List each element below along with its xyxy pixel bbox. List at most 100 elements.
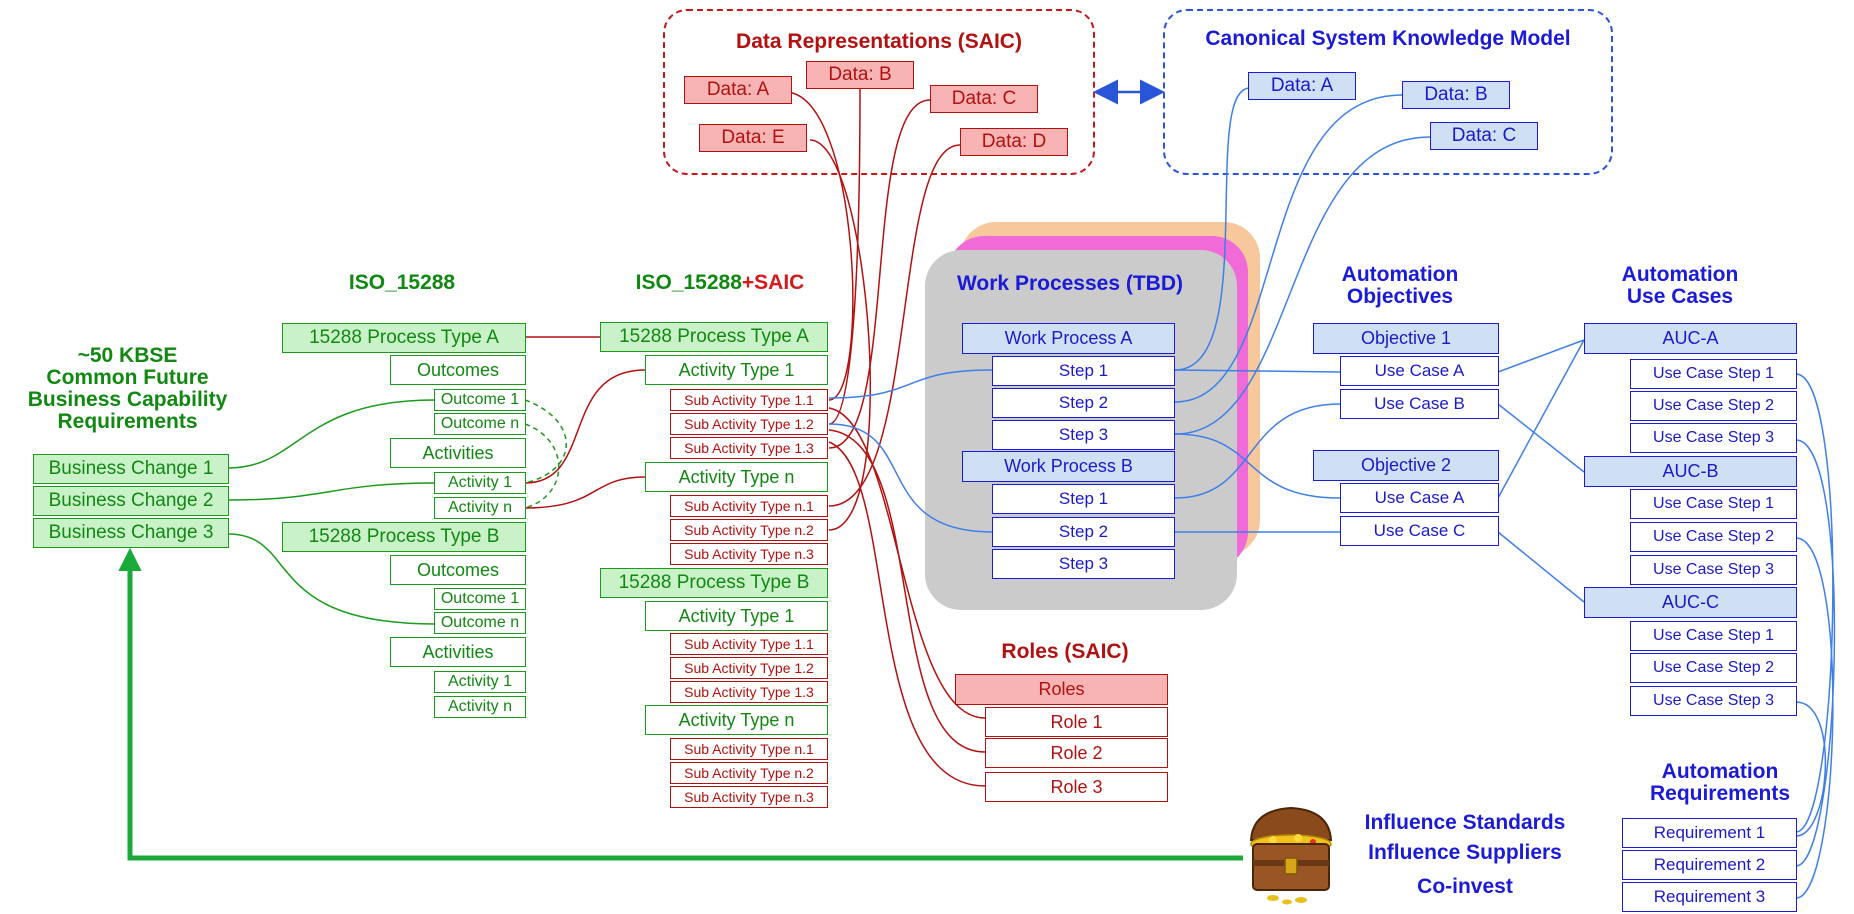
- saic-b-sub-activity-1-3: Sub Activity Type 1.3: [670, 681, 828, 703]
- saic-sub-activity-n-3: Sub Activity Type n.3: [670, 543, 828, 565]
- iso-b-outcome-1: Outcome 1: [434, 588, 526, 610]
- link-stepb1-usecaseb: [1174, 403, 1341, 499]
- iso-b-activity-1: Activity 1: [434, 671, 526, 693]
- role-2: Role 2: [985, 738, 1168, 768]
- saic-b-sub-activity-n-1: Sub Activity Type n.1: [670, 738, 828, 760]
- saic-sub-activity-1-3: Sub Activity Type 1.3: [670, 437, 828, 459]
- roles-box: Roles: [955, 674, 1168, 705]
- data-repr-d: Data: D: [960, 128, 1068, 156]
- work-process-a-step-2: Step 2: [992, 388, 1175, 418]
- iso-b-activity-n: Activity n: [434, 696, 526, 718]
- influence-standards: Influence Standards: [1364, 811, 1566, 834]
- objective-2-use-case-c: Use Case C: [1340, 516, 1499, 546]
- saic-sub-activity-1-1: Sub Activity Type 1.1: [670, 389, 828, 411]
- link-step2-data-b: [1174, 94, 1403, 403]
- treasure-chest-icon: [1249, 806, 1333, 905]
- auc-b-step-2: Use Case Step 2: [1630, 522, 1797, 552]
- link-uca2-auc-a: [1497, 339, 1585, 499]
- auc-a-step-3: Use Case Step 3: [1630, 423, 1797, 453]
- auc-b-step-3: Use Case Step 3: [1630, 555, 1797, 585]
- saic-b-sub-activity-n-3: Sub Activity Type n.3: [670, 786, 828, 808]
- work-process-a-step-3: Step 3: [992, 420, 1175, 450]
- work-process-a: Work Process A: [962, 323, 1175, 354]
- saic-b-sub-activity-1-1: Sub Activity Type 1.1: [670, 633, 828, 655]
- auc-a-step-1: Use Case Step 1: [1630, 359, 1797, 389]
- link-sub12-role2: [828, 429, 986, 753]
- data-repr-a: Data: A: [684, 76, 792, 104]
- link-sub13-data-c: [828, 99, 931, 449]
- kbse-header: ~50 KBSE Common Future Business Capabili…: [27, 344, 228, 434]
- iso-process-type-a: 15288 Process Type A: [282, 323, 526, 353]
- link-sub11-data-a: [784, 91, 854, 401]
- link-ucs-req3: [1795, 537, 1834, 899]
- iso-process-type-b: 15288 Process Type B: [282, 522, 526, 552]
- link-outcomen-activityn-dashed: [524, 423, 560, 509]
- data-repr-b: Data: B: [806, 61, 914, 89]
- work-process-a-step-1: Step 1: [992, 356, 1175, 386]
- requirement-3: Requirement 3: [1622, 882, 1797, 912]
- iso-activity-n: Activity n: [434, 497, 526, 519]
- link-step3-data-c: [1174, 136, 1431, 435]
- iso-saic-header: ISO_15288+SAIC: [600, 271, 840, 294]
- link-bc2-activity1: [227, 482, 436, 501]
- iso-b-activities: Activities: [390, 637, 526, 667]
- iso-outcomes: Outcomes: [390, 355, 526, 385]
- auc-b-step-1: Use Case Step 1: [1630, 489, 1797, 519]
- feedback-arrow: [127, 566, 1243, 861]
- saic-b-sub-activity-n-2: Sub Activity Type n.2: [670, 762, 828, 784]
- requirement-1: Requirement 1: [1622, 818, 1797, 848]
- iso-saic-header-saic: +SAIC: [741, 271, 805, 294]
- work-process-b-step-3: Step 3: [992, 549, 1175, 579]
- business-change-3: Business Change 3: [33, 518, 229, 548]
- saic-activity-type-n: Activity Type n: [645, 462, 828, 492]
- link-bc1-outcome1: [227, 399, 436, 469]
- link-sub13-role3: [828, 441, 986, 787]
- objective-1-use-case-b: Use Case B: [1340, 389, 1499, 419]
- saic-activity-type-1: Activity Type 1: [645, 355, 828, 385]
- saic-sub-activity-1-2: Sub Activity Type 1.2: [670, 413, 828, 435]
- work-processes-header: Work Processes (TBD): [956, 272, 1184, 295]
- link-stepa1-usecasea: [1174, 369, 1341, 373]
- auc-c-step-2: Use Case Step 2: [1630, 653, 1797, 683]
- canonical-model-header: Canonical System Knowledge Model: [1205, 27, 1571, 50]
- link-sub11-wp-a-step1: [828, 369, 993, 399]
- link-activity1-activitytype1: [524, 369, 646, 484]
- feedback-arrow-head: [118, 547, 142, 571]
- auc-c-step-1: Use Case Step 1: [1630, 621, 1797, 651]
- iso-activity-1: Activity 1: [434, 472, 526, 494]
- link-bc3-outcomen: [227, 533, 436, 625]
- link-ucs-req2: [1795, 439, 1836, 867]
- role-3: Role 3: [985, 772, 1168, 802]
- co-invest: Co-invest: [1417, 875, 1513, 898]
- work-process-b-step-2: Step 2: [992, 517, 1175, 547]
- canonical-data-a: Data: A: [1248, 72, 1356, 100]
- auc-c-step-3: Use Case Step 3: [1630, 686, 1797, 716]
- saic-process-type-a: 15288 Process Type A: [600, 322, 828, 352]
- link-ucs-req1: [1795, 373, 1834, 833]
- iso-activities: Activities: [390, 438, 526, 468]
- requirement-2: Requirement 2: [1622, 850, 1797, 880]
- auc-b: AUC-B: [1584, 456, 1797, 487]
- iso-b-outcomes: Outcomes: [390, 555, 526, 585]
- link-step1-data-a: [1174, 87, 1251, 371]
- automation-use-cases-header: Automation Use Cases: [1621, 263, 1739, 309]
- canonical-data-c: Data: C: [1430, 122, 1538, 150]
- iso-outcome-1: Outcome 1: [434, 389, 526, 411]
- iso-saic-header-iso: ISO_15288: [635, 271, 742, 294]
- auc-a: AUC-A: [1584, 323, 1797, 354]
- link-sub12-data-b: [828, 87, 861, 425]
- saic-b-activity-type-1: Activity Type 1: [645, 601, 828, 631]
- objective-1: Objective 1: [1313, 323, 1499, 354]
- canonical-data-b: Data: B: [1402, 81, 1510, 109]
- auc-a-step-2: Use Case Step 2: [1630, 391, 1797, 421]
- link-subn2-data-e: [809, 139, 871, 531]
- link-sub12-wp-b-step2: [828, 423, 993, 533]
- objective-1-use-case-a: Use Case A: [1340, 356, 1499, 386]
- role-1: Role 1: [985, 707, 1168, 737]
- objective-2: Objective 2: [1313, 450, 1499, 481]
- link-subn1-data-d: [828, 144, 961, 507]
- work-process-b: Work Process B: [962, 451, 1175, 482]
- influence-suppliers: Influence Suppliers: [1368, 841, 1562, 864]
- saic-sub-activity-n-2: Sub Activity Type n.2: [670, 519, 828, 541]
- saic-process-type-b: 15288 Process Type B: [600, 568, 828, 598]
